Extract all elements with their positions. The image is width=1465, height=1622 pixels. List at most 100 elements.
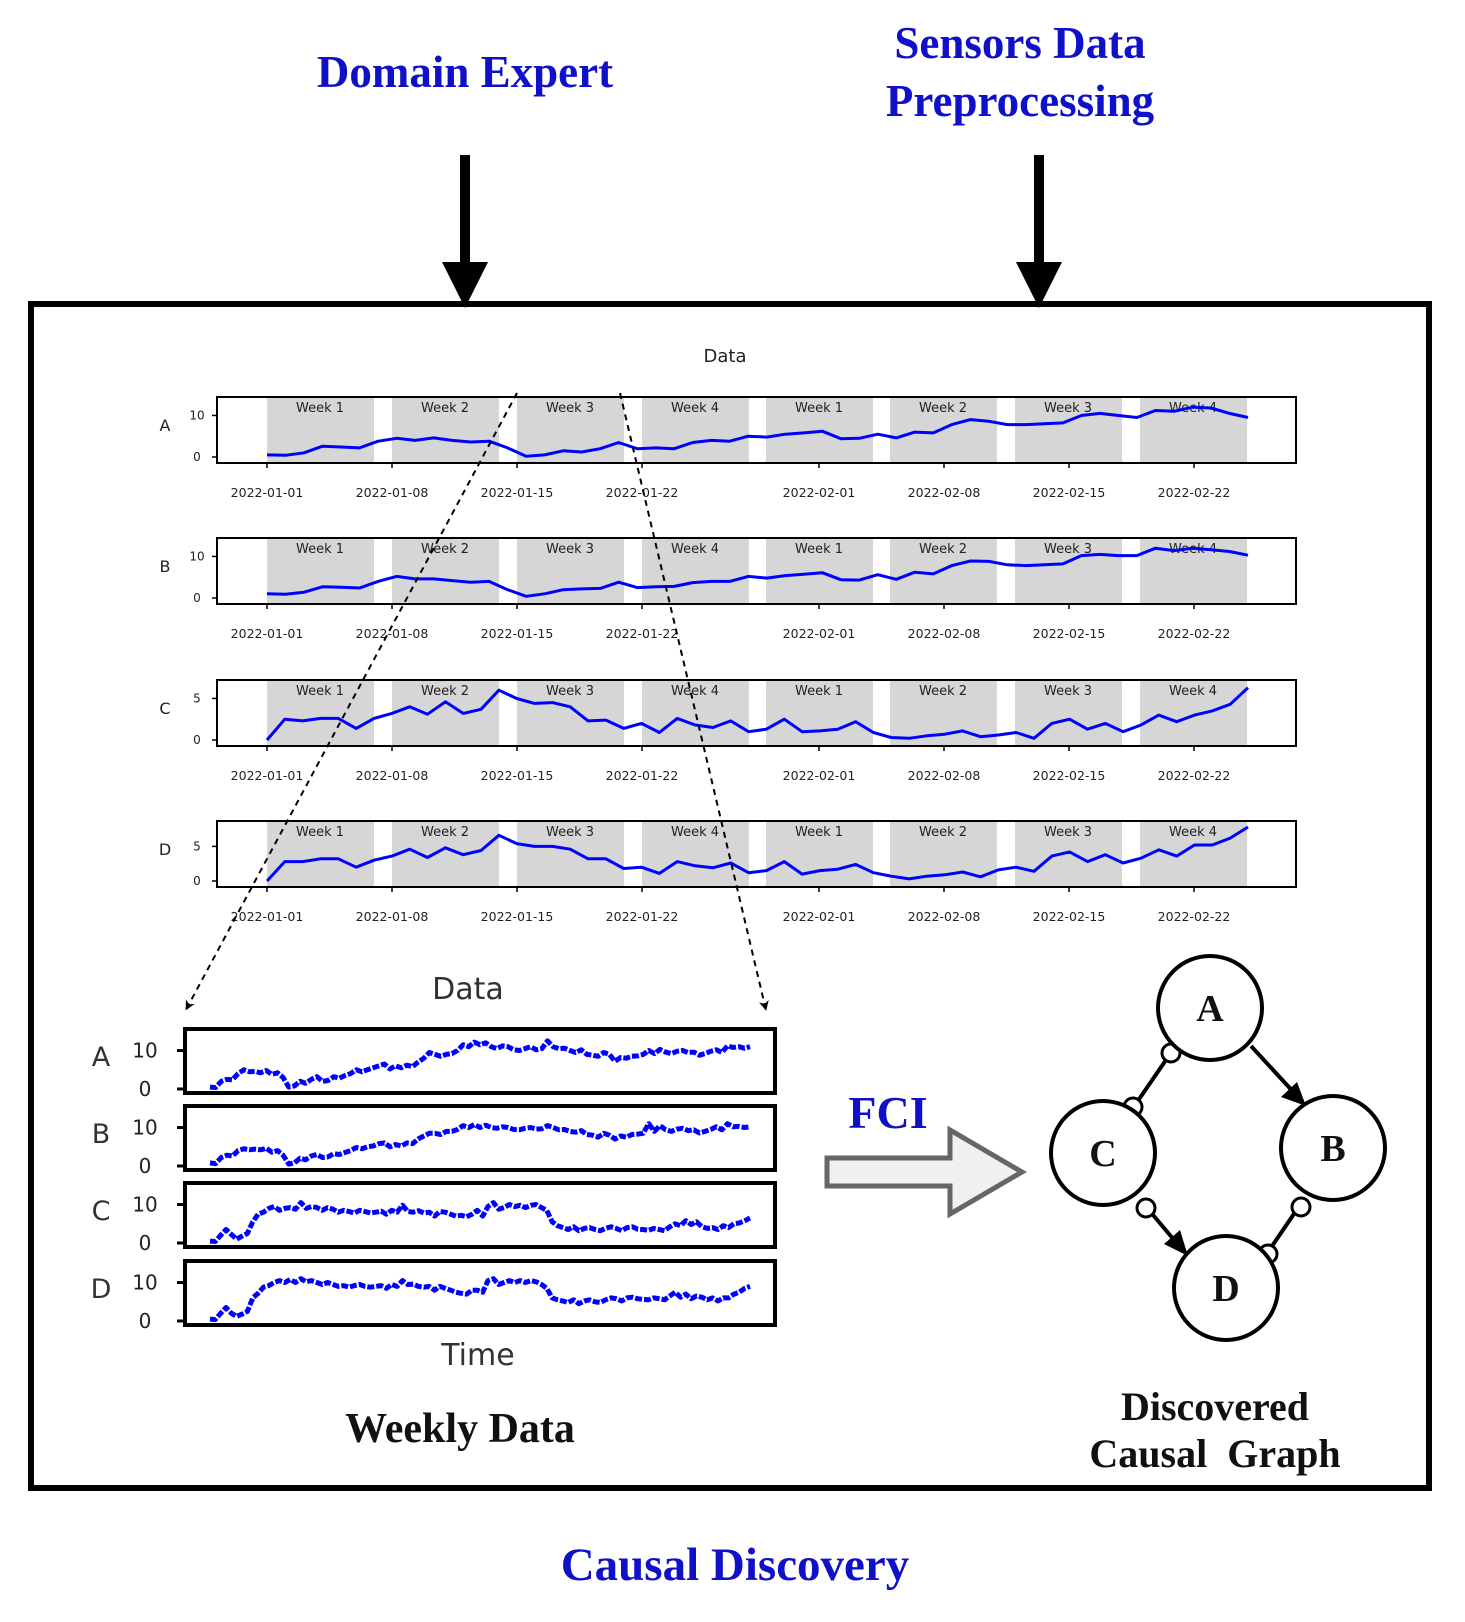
week-band	[642, 821, 749, 887]
week-band	[1140, 821, 1247, 887]
x-tick-label: 2022-02-22	[1158, 768, 1231, 783]
fci-arrow	[824, 1125, 1027, 1219]
week-band	[267, 397, 374, 463]
circle-end-c-bottom	[1135, 1197, 1157, 1219]
weekly-data-caption: Weekly Data	[345, 1406, 575, 1452]
x-tick-label: 2022-02-22	[1158, 485, 1231, 500]
x-tick-label: 2022-01-15	[481, 485, 554, 500]
weekly-panel-frame	[183, 1181, 777, 1249]
series-name-label: C	[159, 699, 170, 718]
week-label: Week 2	[919, 825, 967, 840]
y-tick-label: 5	[193, 691, 201, 705]
x-tick-label: 2022-02-01	[783, 909, 856, 924]
sensors-label-line2: Preprocessing	[885, 76, 1155, 126]
sensors-label-line1: Sensors Data	[894, 18, 1146, 68]
series-name-label: B	[160, 557, 171, 576]
fci-label: FCI	[848, 1087, 927, 1138]
series-line-c	[265, 686, 1250, 741]
x-tick-label: 2022-01-08	[356, 485, 429, 500]
week-band	[517, 680, 624, 746]
x-tick-label: 2022-01-15	[481, 909, 554, 924]
arrowhead-b	[1281, 1082, 1306, 1106]
week-band	[642, 538, 749, 604]
node-d-label: D	[1212, 1268, 1239, 1310]
weekly-y-tick-label: 0	[139, 1309, 152, 1333]
x-tick-label: 2022-02-15	[1033, 909, 1106, 924]
x-tick-label: 2022-02-08	[908, 768, 981, 783]
week-label: Week 2	[421, 542, 469, 557]
series-name-label: D	[159, 840, 171, 859]
weekly-y-tick-label: 0	[139, 1077, 152, 1101]
node-c	[1049, 1099, 1157, 1207]
week-label: Week 1	[296, 684, 344, 699]
week-label: Week 3	[1044, 684, 1092, 699]
node-a-label: A	[1196, 988, 1224, 1030]
panel-frame	[216, 820, 1297, 888]
week-band	[642, 397, 749, 463]
y-tick-label: 10	[189, 549, 204, 563]
x-tick-label: 2022-02-01	[783, 626, 856, 641]
week-band	[1140, 680, 1247, 746]
week-band	[392, 680, 499, 746]
y-tick-label: 0	[193, 450, 201, 464]
node-b	[1279, 1094, 1387, 1202]
series-line-a	[266, 405, 1249, 458]
week-band	[267, 680, 374, 746]
week-label: Week 2	[421, 684, 469, 699]
x-tick-label: 2022-01-22	[606, 626, 679, 641]
down-arrow-sensors	[1016, 155, 1062, 308]
week-label: Week 4	[671, 542, 719, 557]
week-label: Week 2	[919, 542, 967, 557]
x-tick-label: 2022-01-08	[356, 909, 429, 924]
week-label: Week 2	[919, 401, 967, 416]
x-tick-label: 2022-02-08	[908, 626, 981, 641]
x-tick-label: 2022-01-01	[231, 485, 304, 500]
week-label: Week 4	[1169, 825, 1217, 840]
week-label: Week 1	[795, 542, 843, 557]
week-label: Week 4	[671, 825, 719, 840]
y-tick-label: 0	[193, 733, 201, 747]
weekly-panel-frame	[183, 1259, 777, 1327]
week-band	[1015, 397, 1122, 463]
week-label: Week 3	[546, 401, 594, 416]
weekly-series-c	[209, 1200, 752, 1244]
week-label: Week 3	[546, 542, 594, 557]
x-tick-label: 2022-02-15	[1033, 768, 1106, 783]
x-tick-label: 2022-02-01	[783, 485, 856, 500]
x-tick-label: 2022-01-08	[356, 768, 429, 783]
x-tick-label: 2022-01-15	[481, 626, 554, 641]
x-tick-label: 2022-01-22	[606, 485, 679, 500]
week-band	[766, 680, 873, 746]
week-band	[392, 821, 499, 887]
panel-frame	[216, 396, 1297, 464]
weekly-y-tick-label: 0	[139, 1231, 152, 1255]
week-band	[392, 397, 499, 463]
weekly-y-tick-label: 10	[132, 1271, 157, 1295]
x-tick-label: 2022-02-15	[1033, 626, 1106, 641]
week-label: Week 1	[296, 825, 344, 840]
week-label: Week 4	[671, 684, 719, 699]
y-tick-label: 10	[189, 408, 204, 422]
down-arrow-domain-expert	[442, 155, 488, 308]
week-label: Week 2	[919, 684, 967, 699]
x-tick-label: 2022-02-15	[1033, 485, 1106, 500]
week-label: Week 3	[1044, 401, 1092, 416]
weekly-series-name: A	[92, 1042, 111, 1073]
graph-caption-line2: Causal Graph	[1089, 1431, 1341, 1476]
week-label: Week 2	[421, 401, 469, 416]
week-label: Week 2	[421, 825, 469, 840]
week-band	[1015, 680, 1122, 746]
weekly-series-name: B	[92, 1119, 111, 1150]
week-band	[517, 821, 624, 887]
week-band	[642, 680, 749, 746]
weekly-y-tick-label: 10	[132, 1116, 157, 1140]
weekly-series-name: C	[92, 1196, 111, 1227]
week-band	[890, 538, 997, 604]
node-a	[1156, 954, 1264, 1062]
x-tick-label: 2022-02-22	[1158, 626, 1231, 641]
causal-discovery-frame	[28, 301, 1432, 1491]
arrowhead-d	[1164, 1230, 1188, 1256]
top-chart-title: Data	[704, 346, 747, 367]
